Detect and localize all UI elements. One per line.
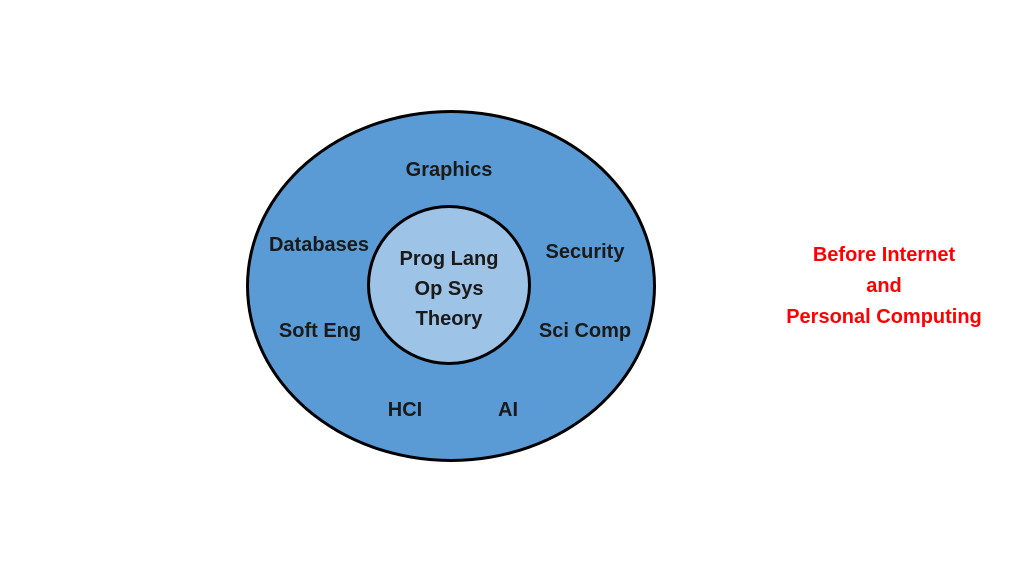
core-theory: Theory <box>415 308 483 330</box>
label-graphics: Graphics <box>405 159 493 181</box>
label-ai: AI <box>498 399 518 421</box>
label-sci-comp: Sci Comp <box>538 320 632 342</box>
core-op-sys: Op Sys <box>414 278 484 300</box>
label-soft-eng: Soft Eng <box>278 320 362 342</box>
core-prog-lang: Prog Lang <box>399 248 499 270</box>
note-line-3: Personal Computing <box>786 306 982 328</box>
inner-core-circle <box>367 205 531 365</box>
label-hci: HCI <box>387 399 423 421</box>
note-line-2: and <box>866 275 902 297</box>
label-databases: Databases <box>268 234 370 256</box>
label-security: Security <box>545 241 625 263</box>
note-line-1: Before Internet <box>812 244 956 266</box>
era-note: Before Internet and Personal Computing <box>786 240 982 333</box>
